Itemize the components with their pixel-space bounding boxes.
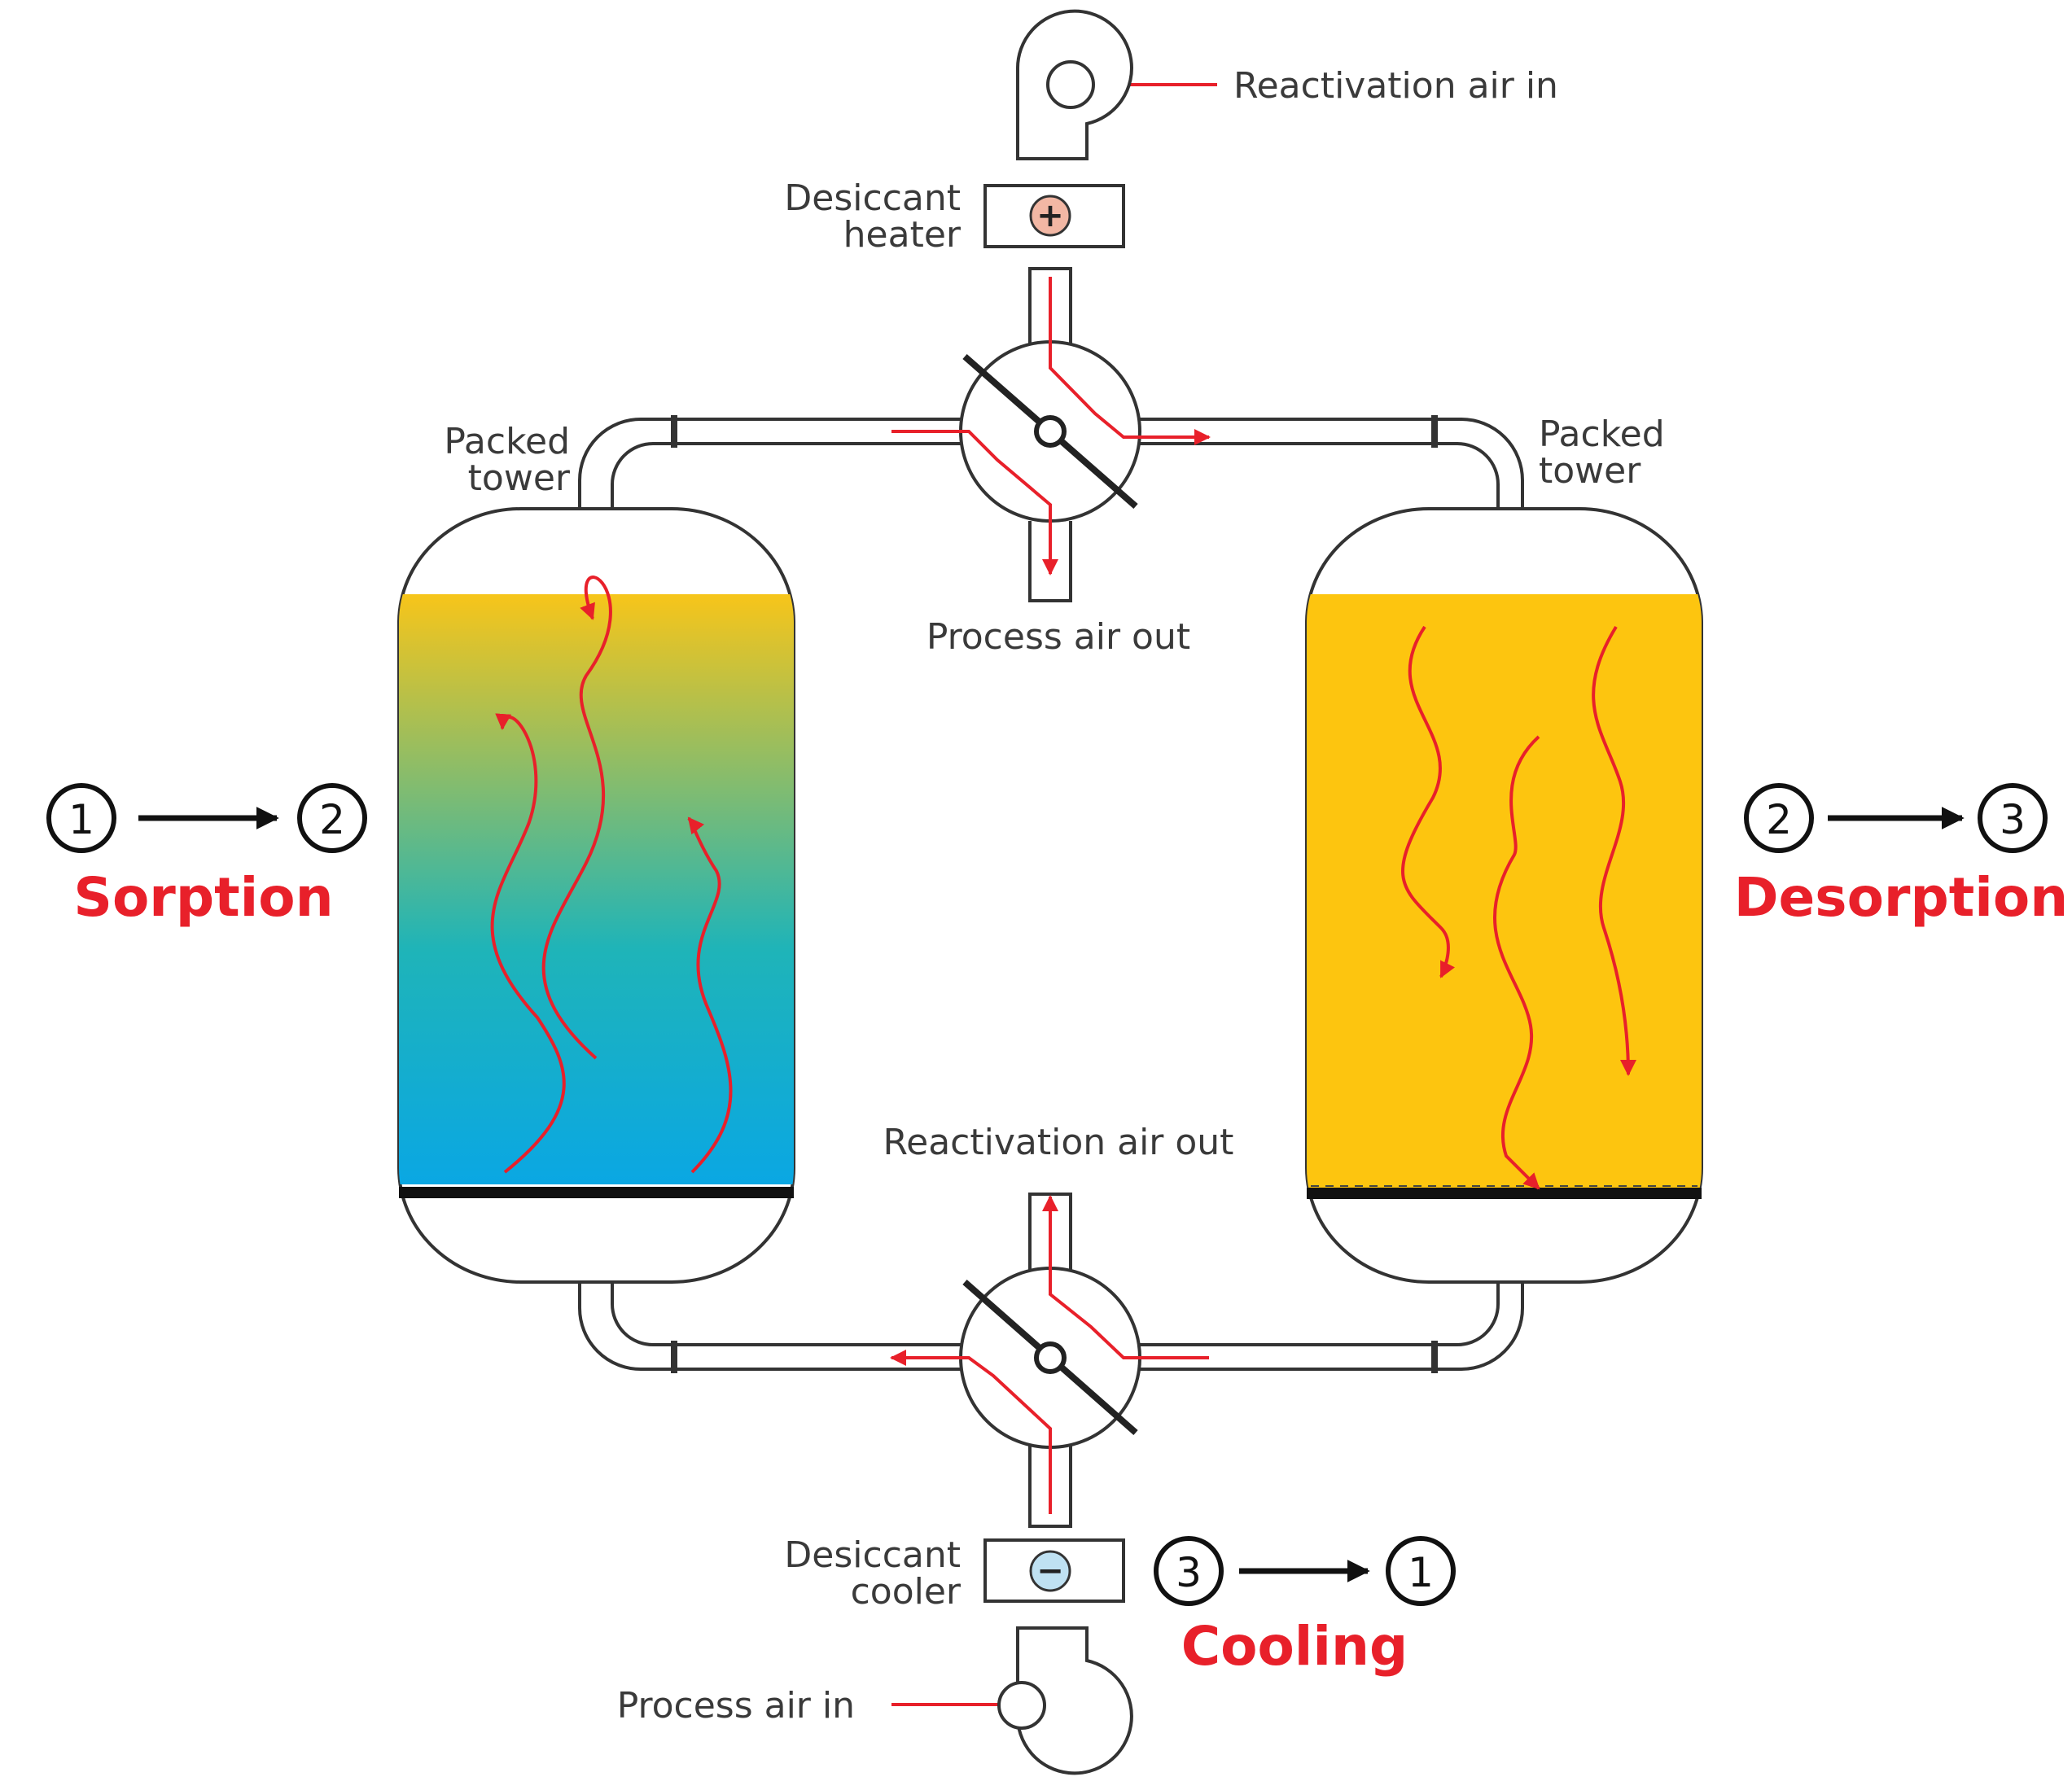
state-number: 1 bbox=[1408, 1549, 1434, 1596]
flow-arrow bbox=[1492, 735, 1540, 1190]
cooler-icon bbox=[1029, 1550, 1071, 1592]
flow-arrow bbox=[1592, 625, 1636, 1076]
stage-desorption: 2 3 Desorption bbox=[1734, 783, 2068, 929]
desiccant-heater: + bbox=[983, 184, 1125, 248]
state-number: 2 bbox=[1766, 796, 1792, 843]
right-packed-tower bbox=[1305, 507, 1703, 1284]
state-badge bbox=[297, 783, 367, 853]
packed-tower-left-label-line2: tower bbox=[468, 457, 571, 499]
flow-arrow bbox=[891, 430, 1058, 576]
state-badge bbox=[46, 783, 116, 853]
process-out-duct bbox=[1028, 521, 1072, 602]
desiccant-heater-label-line1: Desiccant bbox=[784, 177, 961, 219]
flow-arrow bbox=[890, 1350, 1052, 1514]
state-badge bbox=[1978, 783, 2048, 853]
state-badge bbox=[1386, 1536, 1456, 1606]
top-left-elbow bbox=[578, 418, 674, 510]
flow-arrow bbox=[490, 713, 566, 1174]
stage-cooling: 3 1 Cooling bbox=[1154, 1536, 1456, 1678]
bottom-left-elbow bbox=[578, 1280, 674, 1371]
packed-tower-right-label-line1: Packed bbox=[1539, 414, 1665, 455]
state-badge bbox=[1744, 783, 1814, 853]
state-number: 3 bbox=[1176, 1549, 1202, 1596]
left-packed-tower bbox=[397, 507, 795, 1284]
plus-icon: + bbox=[1036, 197, 1064, 234]
top-right-elbow bbox=[1435, 418, 1524, 510]
desorption-desiccant-bed bbox=[1307, 594, 1702, 1188]
sorption-desiccant-bed bbox=[399, 594, 794, 1184]
flow-lines bbox=[890, 77, 1217, 1713]
stage-label: Sorption bbox=[73, 866, 333, 929]
packed-tower-right-label-line2: tower bbox=[1539, 450, 1641, 492]
reactivation-air-in-label: Reactivation air in bbox=[1233, 65, 1558, 107]
valve-pivot bbox=[1034, 1341, 1067, 1374]
valve-pivot bbox=[1034, 415, 1067, 448]
process-air-in-label: Process air in bbox=[617, 1685, 855, 1727]
bottom-blower-fan-icon bbox=[997, 1626, 1133, 1775]
flow-arrow bbox=[541, 576, 612, 1060]
heater-icon bbox=[1029, 195, 1071, 237]
state-badge bbox=[1154, 1536, 1224, 1606]
process-air-out-label: Process air out bbox=[926, 616, 1190, 658]
bottom-right-elbow bbox=[1435, 1280, 1524, 1371]
minus-icon: − bbox=[1036, 1552, 1064, 1590]
desiccant-cooler-label-line1: Desiccant bbox=[784, 1534, 961, 1576]
state-number: 1 bbox=[68, 796, 94, 843]
flow-arrow bbox=[1401, 625, 1455, 978]
bottom-pipe bbox=[674, 1343, 1435, 1371]
stage-label: Cooling bbox=[1181, 1615, 1408, 1678]
stage-label: Desorption bbox=[1734, 866, 2068, 929]
flow-arrow bbox=[687, 816, 733, 1174]
top-valve bbox=[959, 340, 1141, 523]
pipe-network bbox=[578, 267, 1524, 1528]
packed-tower-left-label-line1: Packed bbox=[444, 421, 570, 462]
flow-arrow bbox=[1042, 1195, 1209, 1359]
desiccant-cooler-label-line2: cooler bbox=[851, 1571, 962, 1613]
reactivation-out-duct bbox=[1028, 1193, 1072, 1274]
flow-arrow bbox=[1049, 277, 1211, 445]
state-number: 2 bbox=[319, 796, 345, 843]
top-pipe bbox=[676, 418, 1433, 445]
state-number: 3 bbox=[2000, 796, 2026, 843]
desiccant-cooler: − bbox=[983, 1538, 1125, 1603]
top-blower-fan-icon bbox=[1015, 9, 1133, 160]
desiccant-heater-label-line2: heater bbox=[843, 214, 962, 256]
reactivation-air-out-label: Reactivation air out bbox=[883, 1122, 1234, 1163]
stage-sorption: 1 2 Sorption bbox=[46, 783, 367, 929]
